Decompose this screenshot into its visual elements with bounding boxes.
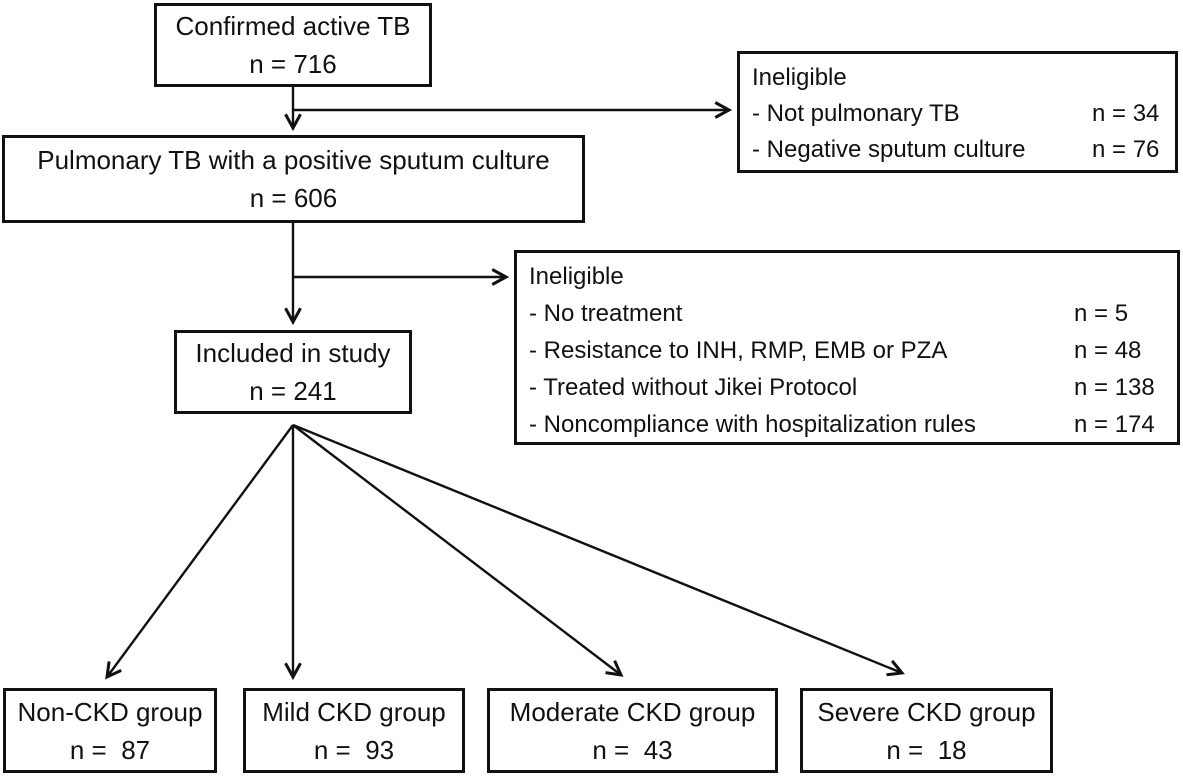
item-count: n = 48 (1074, 337, 1142, 364)
item-count: n = 5 (1074, 300, 1129, 327)
node-mild-ckd-group: Mild CKD group n = 93 (243, 688, 465, 773)
list-item: - Treated without Jikei Protocol n = 138 (529, 369, 1165, 406)
list-item: - Negative sputum culture n = 76 (752, 132, 1163, 168)
node-count: n = 87 (69, 734, 151, 765)
item-label: - Resistance to INH, RMP, EMB or PZA (529, 337, 948, 364)
list-title: Ineligible (529, 263, 624, 290)
item-label: - Noncompliance with hospitalization rul… (529, 411, 976, 438)
item-count: n = 138 (1074, 374, 1155, 401)
node-confirmed-active-tb: Confirmed active TB n = 716 (154, 3, 432, 87)
node-severe-ckd-group: Severe CKD group n = 18 (800, 688, 1053, 773)
node-count: n = 43 (592, 734, 673, 765)
node-moderate-ckd-group: Moderate CKD group n = 43 (487, 688, 778, 773)
item-count: n = 76 (1092, 136, 1160, 163)
node-pulmonary-tb: Pulmonary TB with a positive sputum cult… (2, 135, 585, 223)
item-count: n = 34 (1092, 100, 1160, 127)
item-label: - Treated without Jikei Protocol (529, 374, 858, 401)
node-count: n = 716 (249, 49, 337, 79)
node-label: Mild CKD group (262, 696, 446, 727)
node-label: Moderate CKD group (509, 696, 756, 727)
node-label: Severe CKD group (817, 696, 1036, 727)
arrow-included-to-severe-ckd (292, 423, 905, 677)
list-title: Ineligible (752, 64, 847, 91)
list-item: - Noncompliance with hospitalization rul… (529, 406, 1165, 443)
node-count: n = 93 (313, 734, 395, 765)
arrow-included-to-non-ckd (105, 424, 294, 680)
list-item: - No treatment n = 5 (529, 295, 1165, 332)
node-count: n = 18 (886, 734, 967, 765)
node-label: Included in study (195, 338, 391, 368)
node-count: n = 241 (249, 376, 337, 406)
node-label: Confirmed active TB (175, 11, 411, 41)
node-ineligible-top: Ineligible - Not pulmonary TB n = 34 - N… (737, 51, 1178, 173)
node-count: n = 606 (249, 183, 338, 213)
item-label: - Negative sputum culture (752, 136, 1026, 163)
arrow-included-to-moderate-ckd (292, 424, 624, 677)
list-item: - Not pulmonary TB n = 34 (752, 96, 1163, 132)
item-label: - No treatment (529, 300, 683, 327)
node-label: Non-CKD group (17, 696, 203, 727)
node-non-ckd-group: Non-CKD group n = 87 (3, 688, 217, 773)
node-label: Pulmonary TB with a positive sputum cult… (37, 145, 550, 175)
node-ineligible-mid: Ineligible - No treatment n = 5 - Resist… (514, 250, 1180, 445)
item-count: n = 174 (1074, 411, 1155, 438)
node-included-in-study: Included in study n = 241 (174, 330, 412, 414)
item-label: - Not pulmonary TB (752, 100, 960, 127)
list-item: - Resistance to INH, RMP, EMB or PZA n =… (529, 332, 1165, 369)
